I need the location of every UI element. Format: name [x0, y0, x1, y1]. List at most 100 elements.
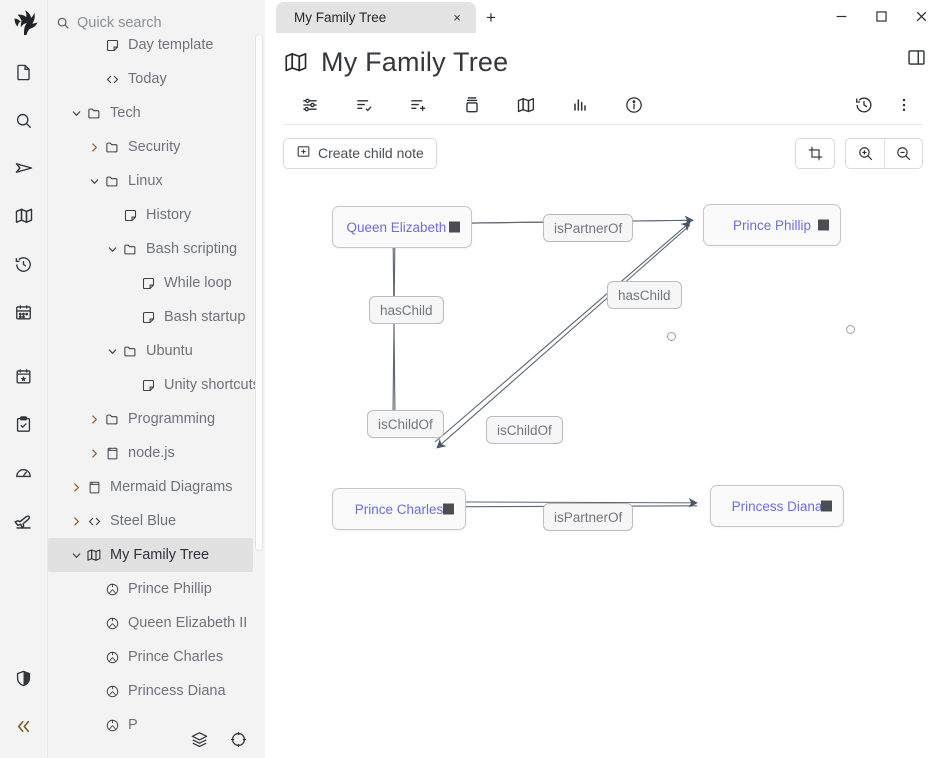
tree-item-p[interactable]: P: [48, 708, 265, 742]
tree-item-label: Programming: [128, 411, 216, 427]
chevron-down-icon[interactable]: [104, 346, 120, 357]
relation-map-node-charles[interactable]: Prince Charles: [332, 488, 466, 530]
chevron-right-icon[interactable]: [68, 482, 84, 493]
tree-item-node-js[interactable]: node.js: [48, 436, 265, 470]
tree-item-bash-startup[interactable]: Bash startup: [48, 300, 265, 334]
tree-item-prince-phillip[interactable]: Prince Phillip: [48, 572, 265, 606]
chevron-right-icon[interactable]: [86, 414, 102, 425]
chevron-down-icon[interactable]: [86, 176, 102, 187]
node-title: Prince Charles: [354, 501, 444, 517]
rail-recent-changes-icon[interactable]: [4, 240, 44, 288]
window-maximize-icon[interactable]: [861, 0, 901, 33]
chevron-down-icon[interactable]: [68, 108, 84, 119]
relation-map-node-diana[interactable]: Princess Diana: [710, 485, 844, 527]
folder-icon: [102, 174, 122, 189]
rail-dashboard-icon[interactable]: [4, 448, 44, 496]
tree-item-my-family-tree[interactable]: My Family Tree: [48, 538, 253, 572]
node-drag-handle[interactable]: [449, 221, 460, 233]
rail-day-notes-icon[interactable]: [4, 352, 44, 400]
tree-item-history[interactable]: History: [48, 198, 265, 232]
reset-pan-zoom-icon[interactable]: [796, 139, 834, 168]
tree-item-tech[interactable]: Tech: [48, 96, 265, 130]
tree-item-programming[interactable]: Programming: [48, 402, 265, 436]
tree-item-bash-scripting[interactable]: Bash scripting: [48, 232, 265, 266]
rail-tasks-icon[interactable]: [4, 400, 44, 448]
zoom-out-icon[interactable]: [884, 138, 922, 168]
tab-close-icon[interactable]: ×: [453, 10, 461, 25]
zoom-in-icon[interactable]: [846, 139, 884, 168]
new-tab-button[interactable]: +: [486, 7, 496, 27]
tree-item-day-template[interactable]: Day template: [48, 28, 265, 62]
node-drag-handle[interactable]: [443, 503, 454, 515]
relation-label-ispartnerof[interactable]: isPartnerOf: [543, 503, 634, 531]
note-actions-menu-icon[interactable]: [885, 86, 923, 124]
note-icon: [138, 310, 158, 325]
node-drag-handle[interactable]: [821, 500, 832, 512]
rail-calendar-icon[interactable]: [4, 288, 44, 336]
tree-item-label: Mermaid Diagrams: [110, 479, 233, 495]
rail-jump-to-note-icon[interactable]: [4, 144, 44, 192]
tree-item-mermaid-diagrams[interactable]: Mermaid Diagrams: [48, 470, 265, 504]
quick-search-bar[interactable]: [48, 0, 265, 45]
edge-midpoint-handle[interactable]: [667, 332, 676, 341]
window-minimize-icon[interactable]: [821, 0, 861, 33]
relation-label-ispartnerof[interactable]: isPartnerOf: [543, 214, 634, 242]
rail-relation-map-icon[interactable]: [4, 192, 44, 240]
tree-item-ubuntu[interactable]: Ubuntu: [48, 334, 265, 368]
tab-my-family-tree[interactable]: My Family Tree ×: [276, 2, 476, 33]
tree-item-queen-elizabeth-ii[interactable]: Queen Elizabeth II: [48, 606, 265, 640]
rail-collapse-sidebar-icon[interactable]: [4, 702, 44, 750]
note-revisions-icon[interactable]: [445, 86, 499, 124]
tree-item-label: Bash scripting: [146, 241, 238, 257]
tree-item-prince-charles[interactable]: Prince Charles: [48, 640, 265, 674]
rail-note-icon[interactable]: [4, 48, 44, 96]
relation-label-haschild[interactable]: hasChild: [369, 296, 444, 324]
chevron-down-icon[interactable]: [68, 550, 84, 561]
split-pane-icon[interactable]: [906, 47, 927, 73]
tree-item-steel-blue[interactable]: Steel Blue: [48, 504, 265, 538]
chevron-right-icon[interactable]: [86, 448, 102, 459]
tree-item-security[interactable]: Security: [48, 130, 265, 164]
note-details-icon[interactable]: [553, 86, 607, 124]
note-info-icon[interactable]: [607, 86, 661, 124]
tree-item-label: Unity shortcuts: [164, 377, 260, 393]
create-child-note-button[interactable]: Create child note: [283, 137, 437, 169]
tree-item-label: Prince Charles: [128, 649, 224, 665]
chevron-right-icon[interactable]: [68, 516, 84, 527]
note-properties-icon[interactable]: [283, 86, 337, 124]
owned-attributes-icon[interactable]: [337, 86, 391, 124]
rail-travel-icon[interactable]: [4, 496, 44, 544]
layers-icon[interactable]: [190, 730, 209, 754]
tree-item-princess-diana[interactable]: Princess Diana: [48, 674, 265, 708]
relation-label-haschild[interactable]: hasChild: [607, 281, 682, 309]
code-icon: [102, 72, 122, 87]
node-drag-handle[interactable]: [818, 219, 829, 231]
window-close-icon[interactable]: [901, 0, 941, 33]
tree-item-while-loop[interactable]: While loop: [48, 266, 265, 300]
relation-map-node-phillip[interactable]: Prince Phillip: [703, 204, 841, 246]
app-logo-icon[interactable]: [9, 8, 39, 38]
relation-label-ischildof[interactable]: isChildOf: [367, 410, 444, 438]
add-attribute-icon[interactable]: [391, 86, 445, 124]
rail-protected-session-icon[interactable]: [4, 654, 44, 702]
relation-map-icon: [283, 49, 309, 75]
relation-map-node-qe2[interactable]: Queen Elizabeth II: [332, 206, 472, 248]
tree-item-today[interactable]: Today: [48, 62, 265, 96]
tree-item-linux[interactable]: Linux: [48, 164, 265, 198]
chevron-down-icon[interactable]: [104, 244, 120, 255]
tree-item-unity-shortcuts[interactable]: Unity shortcuts: [48, 368, 265, 402]
chevron-right-icon[interactable]: [86, 142, 102, 153]
note-toolbar: [283, 85, 923, 125]
recent-changes-icon[interactable]: [843, 86, 885, 124]
target-icon[interactable]: [229, 730, 248, 754]
quick-search-input[interactable]: [77, 14, 247, 31]
edge-midpoint-handle[interactable]: [846, 325, 855, 334]
note-map-icon[interactable]: [499, 86, 553, 124]
note-header: My Family Tree: [265, 33, 941, 125]
node-title: Prince Phillip: [732, 217, 812, 233]
rail-search-icon[interactable]: [4, 96, 44, 144]
tree-scrollbar[interactable]: [255, 34, 263, 551]
relation-label-ischildof[interactable]: isChildOf: [486, 416, 563, 444]
